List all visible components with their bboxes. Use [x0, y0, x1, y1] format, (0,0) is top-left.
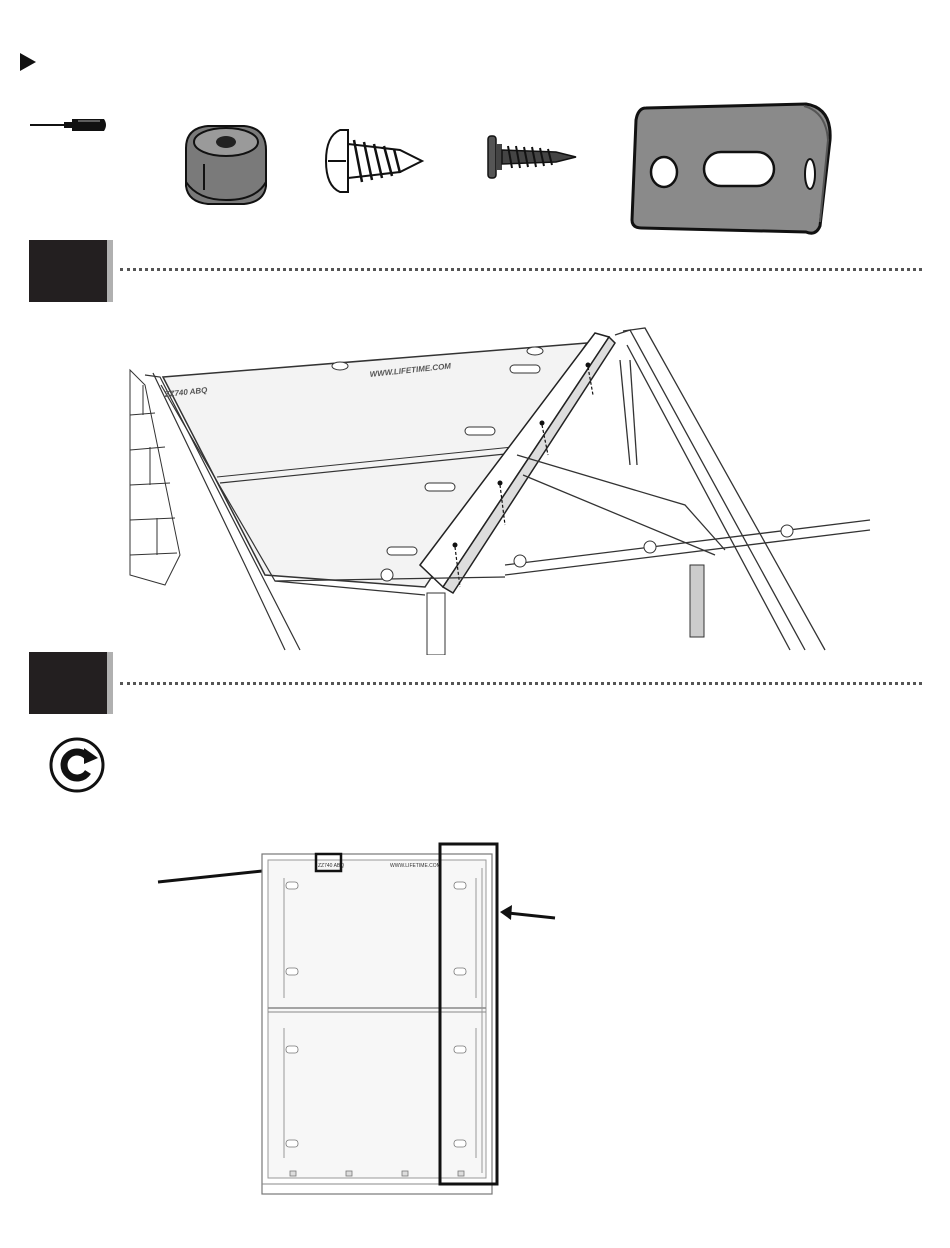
roof-assembly-illustration: WWW.LIFETIME.COM ZZ740 ABQ: [125, 325, 875, 655]
pan-head-screw-icon: [322, 126, 426, 196]
step-marker-2-shadow: [107, 652, 113, 714]
step-divider-1: [120, 268, 922, 271]
step-marker-1-shadow: [107, 240, 113, 302]
angle-bracket-icon: [626, 100, 838, 242]
step-marker-2: [29, 652, 107, 714]
cap-icon: [178, 120, 273, 212]
rotate-icon: [48, 736, 106, 794]
play-triangle-icon: [18, 52, 38, 72]
washer-head-screw-icon: [486, 132, 578, 182]
panel-top-view-illustration: WWW.LIFETIME.COM ZZ740 ABQ: [150, 838, 570, 1202]
panel-text-right-2: WWW.LIFETIME.COM: [390, 863, 441, 869]
step-marker-1: [29, 240, 107, 302]
screwdriver-icon: [28, 112, 110, 138]
step-divider-2: [120, 682, 922, 685]
